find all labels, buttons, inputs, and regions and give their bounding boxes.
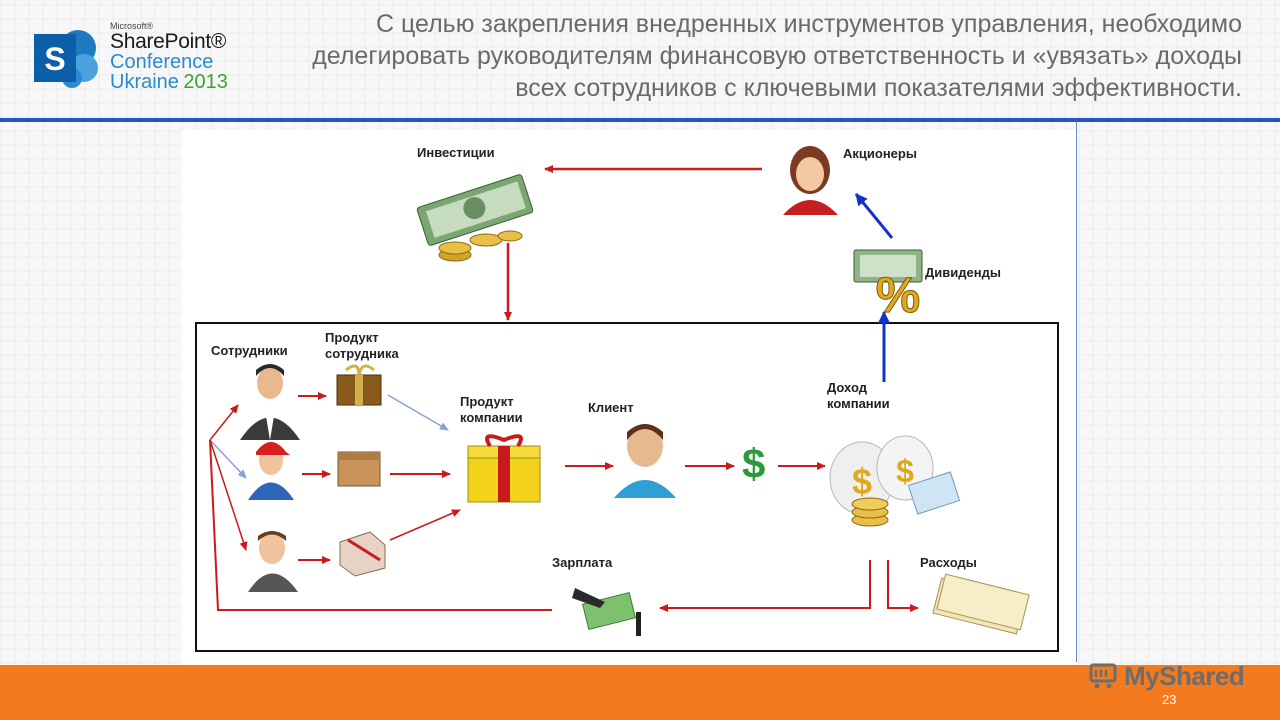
svg-text:%: % bbox=[876, 267, 920, 323]
dollar-sign-icon: $ bbox=[742, 440, 766, 487]
svg-text:$: $ bbox=[852, 461, 872, 502]
expenses-cheque-icon bbox=[932, 573, 1030, 635]
employee-worker-icon bbox=[248, 442, 294, 500]
cart-icon bbox=[1089, 663, 1117, 689]
company-product-label: Продукт компании bbox=[460, 394, 523, 425]
dividends-label: Дивиденды bbox=[925, 265, 1001, 280]
arrow-income-to-expenses bbox=[887, 560, 919, 612]
arrow-fan-to-employee-3 bbox=[209, 439, 248, 551]
shareholder-avatar-icon bbox=[783, 146, 838, 215]
employee-box-icon bbox=[337, 451, 381, 487]
expenses-label: Расходы bbox=[920, 555, 977, 570]
employees-label: Сотрудники bbox=[211, 343, 288, 358]
myshared-watermark: MyShared bbox=[1088, 658, 1245, 694]
investments-money-icon bbox=[416, 174, 534, 262]
client-avatar-icon bbox=[614, 424, 676, 498]
employee-package-icon bbox=[339, 531, 386, 577]
arrow-income-to-salary bbox=[659, 560, 871, 612]
arrow-fan-to-employee-1 bbox=[209, 404, 239, 441]
company-frame bbox=[195, 322, 1059, 652]
logo-year: 2013 bbox=[183, 71, 228, 93]
slide-title: С целью закрепления внедренных инструмен… bbox=[312, 10, 1242, 102]
logo-line1: Conference bbox=[110, 51, 214, 73]
footer-bar bbox=[0, 665, 1280, 720]
company-income-label: Доход компании bbox=[827, 380, 890, 411]
arrow-salary-return bbox=[209, 439, 552, 611]
employee-product-label: Продукт сотрудника bbox=[325, 330, 399, 361]
diagram-panel bbox=[182, 130, 1077, 665]
logo-line2: Ukraine bbox=[110, 71, 179, 93]
arrow-box3-to-company-product bbox=[389, 509, 461, 541]
title-divider bbox=[0, 118, 1280, 122]
sharepoint-conference-logo: S Microsoft® SharePoint® Conference Ukra… bbox=[34, 22, 274, 102]
employee-manager-icon bbox=[240, 364, 300, 440]
panel-edge-line bbox=[1076, 122, 1077, 662]
arrow-dividends-to-shareholders bbox=[854, 193, 894, 239]
arrow-fan-to-employee-2 bbox=[209, 439, 247, 479]
investments-label: Инвестиции bbox=[417, 145, 495, 160]
brand-name: MyShared bbox=[1124, 660, 1245, 691]
page-number: 23 bbox=[1162, 692, 1177, 707]
logo-vendor: Microsoft® bbox=[110, 21, 154, 31]
dividends-percent-icon: % bbox=[853, 249, 923, 324]
sharepoint-logo-icon: S bbox=[34, 30, 98, 88]
svg-text:$: $ bbox=[896, 453, 914, 489]
arrow-gift-to-company-product bbox=[387, 394, 449, 431]
company-product-gift-icon bbox=[467, 434, 541, 503]
employee-staff-icon bbox=[248, 531, 298, 592]
svg-text:S: S bbox=[44, 41, 65, 77]
client-label: Клиент bbox=[588, 400, 634, 415]
employee-gift-icon bbox=[336, 364, 382, 406]
salary-label: Зарплата bbox=[552, 555, 613, 570]
shareholders-label: Акционеры bbox=[843, 146, 917, 161]
company-income-money-icon: $ $ bbox=[829, 435, 961, 527]
salary-hand-icon bbox=[572, 588, 641, 636]
logo-product: SharePoint® bbox=[110, 30, 227, 53]
